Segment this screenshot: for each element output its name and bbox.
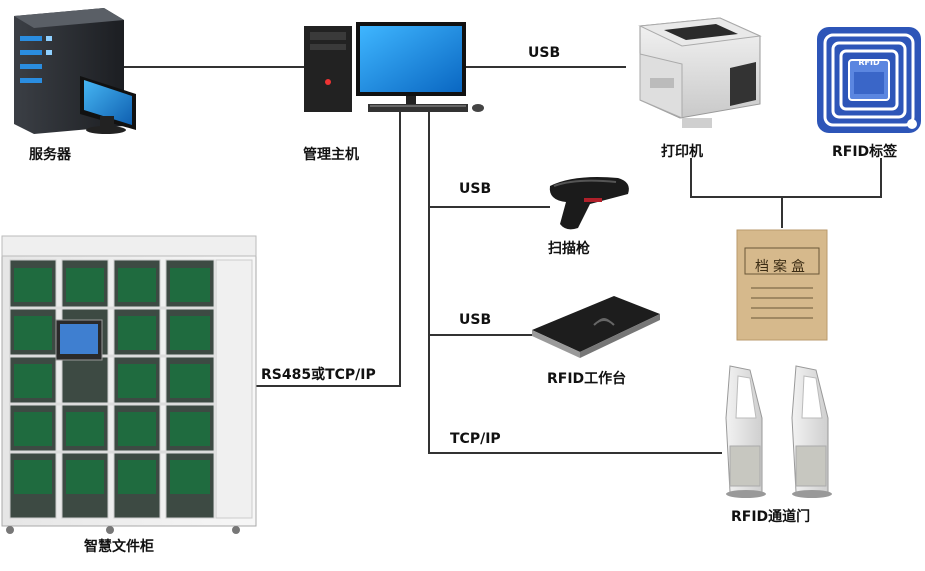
cabinet-label: 智慧文件柜 xyxy=(84,539,154,555)
rfid-gate-icon xyxy=(716,360,846,502)
smart-file-cabinet-icon xyxy=(0,232,260,538)
server-icon xyxy=(6,6,142,136)
wire-tag-printer-join xyxy=(690,196,882,198)
wire-gate xyxy=(428,452,722,454)
printer-icon xyxy=(620,14,764,134)
wire-cabinet xyxy=(256,385,401,387)
rfid-tag-face-text: RFID xyxy=(858,58,880,67)
rfid-desk-reader-icon xyxy=(528,292,664,360)
wire-printer-down xyxy=(690,158,692,198)
wire-server-host xyxy=(112,66,306,68)
wire-to-box xyxy=(781,196,783,228)
link-label-scanner: USB xyxy=(459,181,492,197)
rfid-tag-label: RFID标签 xyxy=(832,144,898,160)
rfid-desk-label: RFID工作台 xyxy=(547,371,627,387)
wire-branch-bus xyxy=(428,108,430,454)
link-label-gate: TCP/IP xyxy=(450,431,501,447)
wire-host-down xyxy=(399,108,401,386)
wire-scanner xyxy=(428,206,550,208)
wire-tag-down xyxy=(880,158,882,198)
link-label-cabinet: RS485或TCP/IP xyxy=(261,367,376,383)
archive-box-title: 档案盒 xyxy=(755,259,809,275)
rfid-tag-icon: RFID xyxy=(816,26,922,134)
link-label-printer: USB xyxy=(528,45,561,61)
host-label: 管理主机 xyxy=(303,147,359,163)
barcode-scanner-icon xyxy=(544,174,634,232)
rfid-gate-label: RFID通道门 xyxy=(731,509,811,525)
scanner-label: 扫描枪 xyxy=(548,241,590,257)
wire-host-printer xyxy=(464,66,626,68)
server-label: 服务器 xyxy=(29,147,71,163)
host-computer-icon xyxy=(302,20,490,116)
link-label-rfid-desk: USB xyxy=(459,312,492,328)
wire-rfid-desk xyxy=(428,334,538,336)
archive-box-icon: 档案盒 xyxy=(735,228,829,342)
printer-label: 打印机 xyxy=(661,144,703,160)
